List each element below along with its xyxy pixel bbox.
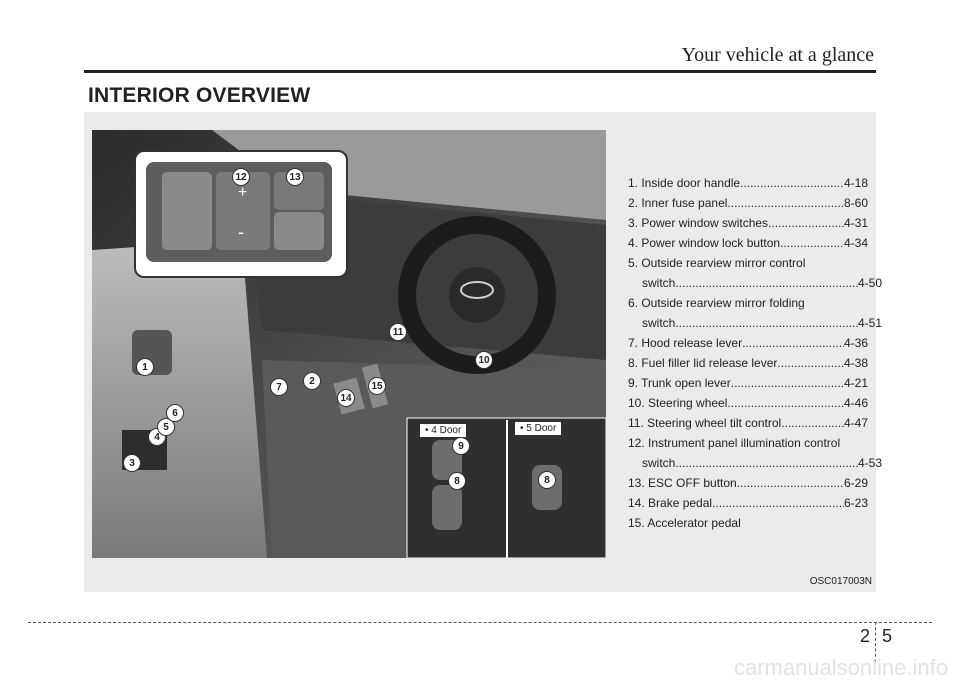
interior-photo: [92, 130, 606, 558]
legend-label: 6. Outside rearview mirror folding: [628, 296, 805, 310]
legend-label-cont: switch: [642, 316, 676, 330]
door-panel: [92, 240, 267, 558]
legend-page: 4-46: [843, 396, 868, 410]
page-number-page: 5: [882, 626, 893, 646]
five-door-tag: • 5 Door: [515, 422, 562, 435]
legend-page: 4-21: [843, 376, 868, 390]
legend-label: 11. Steering wheel tilt control: [628, 416, 782, 430]
four-door-tag: • 4 Door: [420, 424, 467, 437]
callout-13: 13: [286, 168, 304, 186]
header-title: Your vehicle at a glance: [681, 44, 874, 66]
legend-item-6: 6. Outside rearview mirror folding switc…: [628, 296, 882, 336]
legend-item-11: 11. Steering wheel tilt control 4-47: [628, 416, 868, 436]
legend-item-3: 3. Power window switches 4-31: [628, 216, 868, 236]
callout-10: 10: [475, 351, 493, 369]
watermark: carmanualsonline.info: [733, 655, 948, 680]
callout-9: 9: [452, 437, 470, 455]
callout-6: 6: [166, 404, 184, 422]
legend-page: 4-34: [843, 236, 868, 250]
legend-label: 5. Outside rearview mirror control: [628, 256, 806, 270]
legend-label: 15. Accelerator pedal: [628, 516, 741, 530]
callout-1: 1: [136, 358, 154, 376]
legend-page: 6-23: [843, 496, 868, 510]
legend-page: 6-29: [843, 476, 868, 490]
legend-label: 4. Power window lock button: [628, 236, 781, 250]
legend-page: 4-38: [843, 356, 868, 370]
header-rule: [84, 70, 876, 73]
legend-label: 14. Brake pedal: [628, 496, 713, 510]
legend-page: 4-31: [843, 216, 868, 230]
legend-label: 12. Instrument panel illumination contro…: [628, 436, 841, 450]
legend-item-2: 2. Inner fuse panel 8-60: [628, 196, 868, 216]
callout-8-5door: 8: [538, 471, 556, 489]
svg-text:+: +: [238, 184, 247, 201]
legend-page: 4-47: [843, 416, 868, 430]
fuel-lever-inset: [406, 417, 606, 558]
legend-label: 8. Fuel filler lid release lever: [628, 356, 778, 370]
callout-2: 2: [303, 372, 321, 390]
legend-page: 4-18: [843, 176, 868, 190]
legend-item-14: 14. Brake pedal 6-23: [628, 496, 868, 516]
legend-label-cont: switch: [642, 276, 676, 290]
legend-page: 4-50: [857, 276, 882, 290]
legend-page: 4-36: [843, 336, 868, 350]
callout-3: 3: [123, 454, 141, 472]
callout-5: 5: [157, 418, 175, 436]
legend-item-8: 8. Fuel filler lid release lever 4-38: [628, 356, 868, 376]
legend-item-5: 5. Outside rearview mirror control switc…: [628, 256, 882, 296]
callout-15: 15: [368, 377, 386, 395]
legend-label: 13. ESC OFF button: [628, 476, 737, 490]
steering-hub: [449, 267, 505, 323]
legend-list: 1. Inside door handle 4-18 2. Inner fuse …: [628, 176, 882, 536]
legend-label: 7. Hood release lever: [628, 336, 743, 350]
legend-label: 1. Inside door handle: [628, 176, 741, 190]
footer-dashed-rule: [28, 622, 932, 623]
legend-page: 4-51: [857, 316, 882, 330]
svg-text:-: -: [238, 222, 244, 242]
callout-7: 7: [270, 378, 288, 396]
legend-item-10: 10. Steering wheel 4-46: [628, 396, 868, 416]
section-title: INTERIOR OVERVIEW: [88, 84, 311, 107]
switch-inset-drawing: + -: [146, 162, 332, 262]
legend-label: 10. Steering wheel: [628, 396, 728, 410]
legend-item-13: 13. ESC OFF button 6-29: [628, 476, 868, 496]
figure-code: OSC017003N: [809, 576, 872, 587]
legend-item-1: 1. Inside door handle 4-18: [628, 176, 868, 196]
page-number-chapter: 2: [860, 626, 871, 646]
kia-logo: [460, 281, 494, 299]
legend-item-7: 7. Hood release lever 4-36: [628, 336, 868, 356]
legend-label: 9. Trunk open lever: [628, 376, 731, 390]
legend-item-9: 9. Trunk open lever 4-21: [628, 376, 868, 396]
legend-label: 2. Inner fuse panel: [628, 196, 728, 210]
callout-12: 12: [232, 168, 250, 186]
callout-14: 14: [337, 389, 355, 407]
legend-label-cont: switch: [642, 456, 676, 470]
callout-8-4door: 8: [448, 472, 466, 490]
legend-page: 8-60: [843, 196, 868, 210]
legend-item-4: 4. Power window lock button 4-34: [628, 236, 868, 256]
legend-label: 3. Power window switches: [628, 216, 769, 230]
callout-11: 11: [389, 323, 407, 341]
legend-item-15: 15. Accelerator pedal: [628, 516, 868, 536]
legend-page: 4-53: [857, 456, 882, 470]
footer-page-divider: [875, 622, 876, 662]
legend-item-12: 12. Instrument panel illumination contro…: [628, 436, 882, 476]
